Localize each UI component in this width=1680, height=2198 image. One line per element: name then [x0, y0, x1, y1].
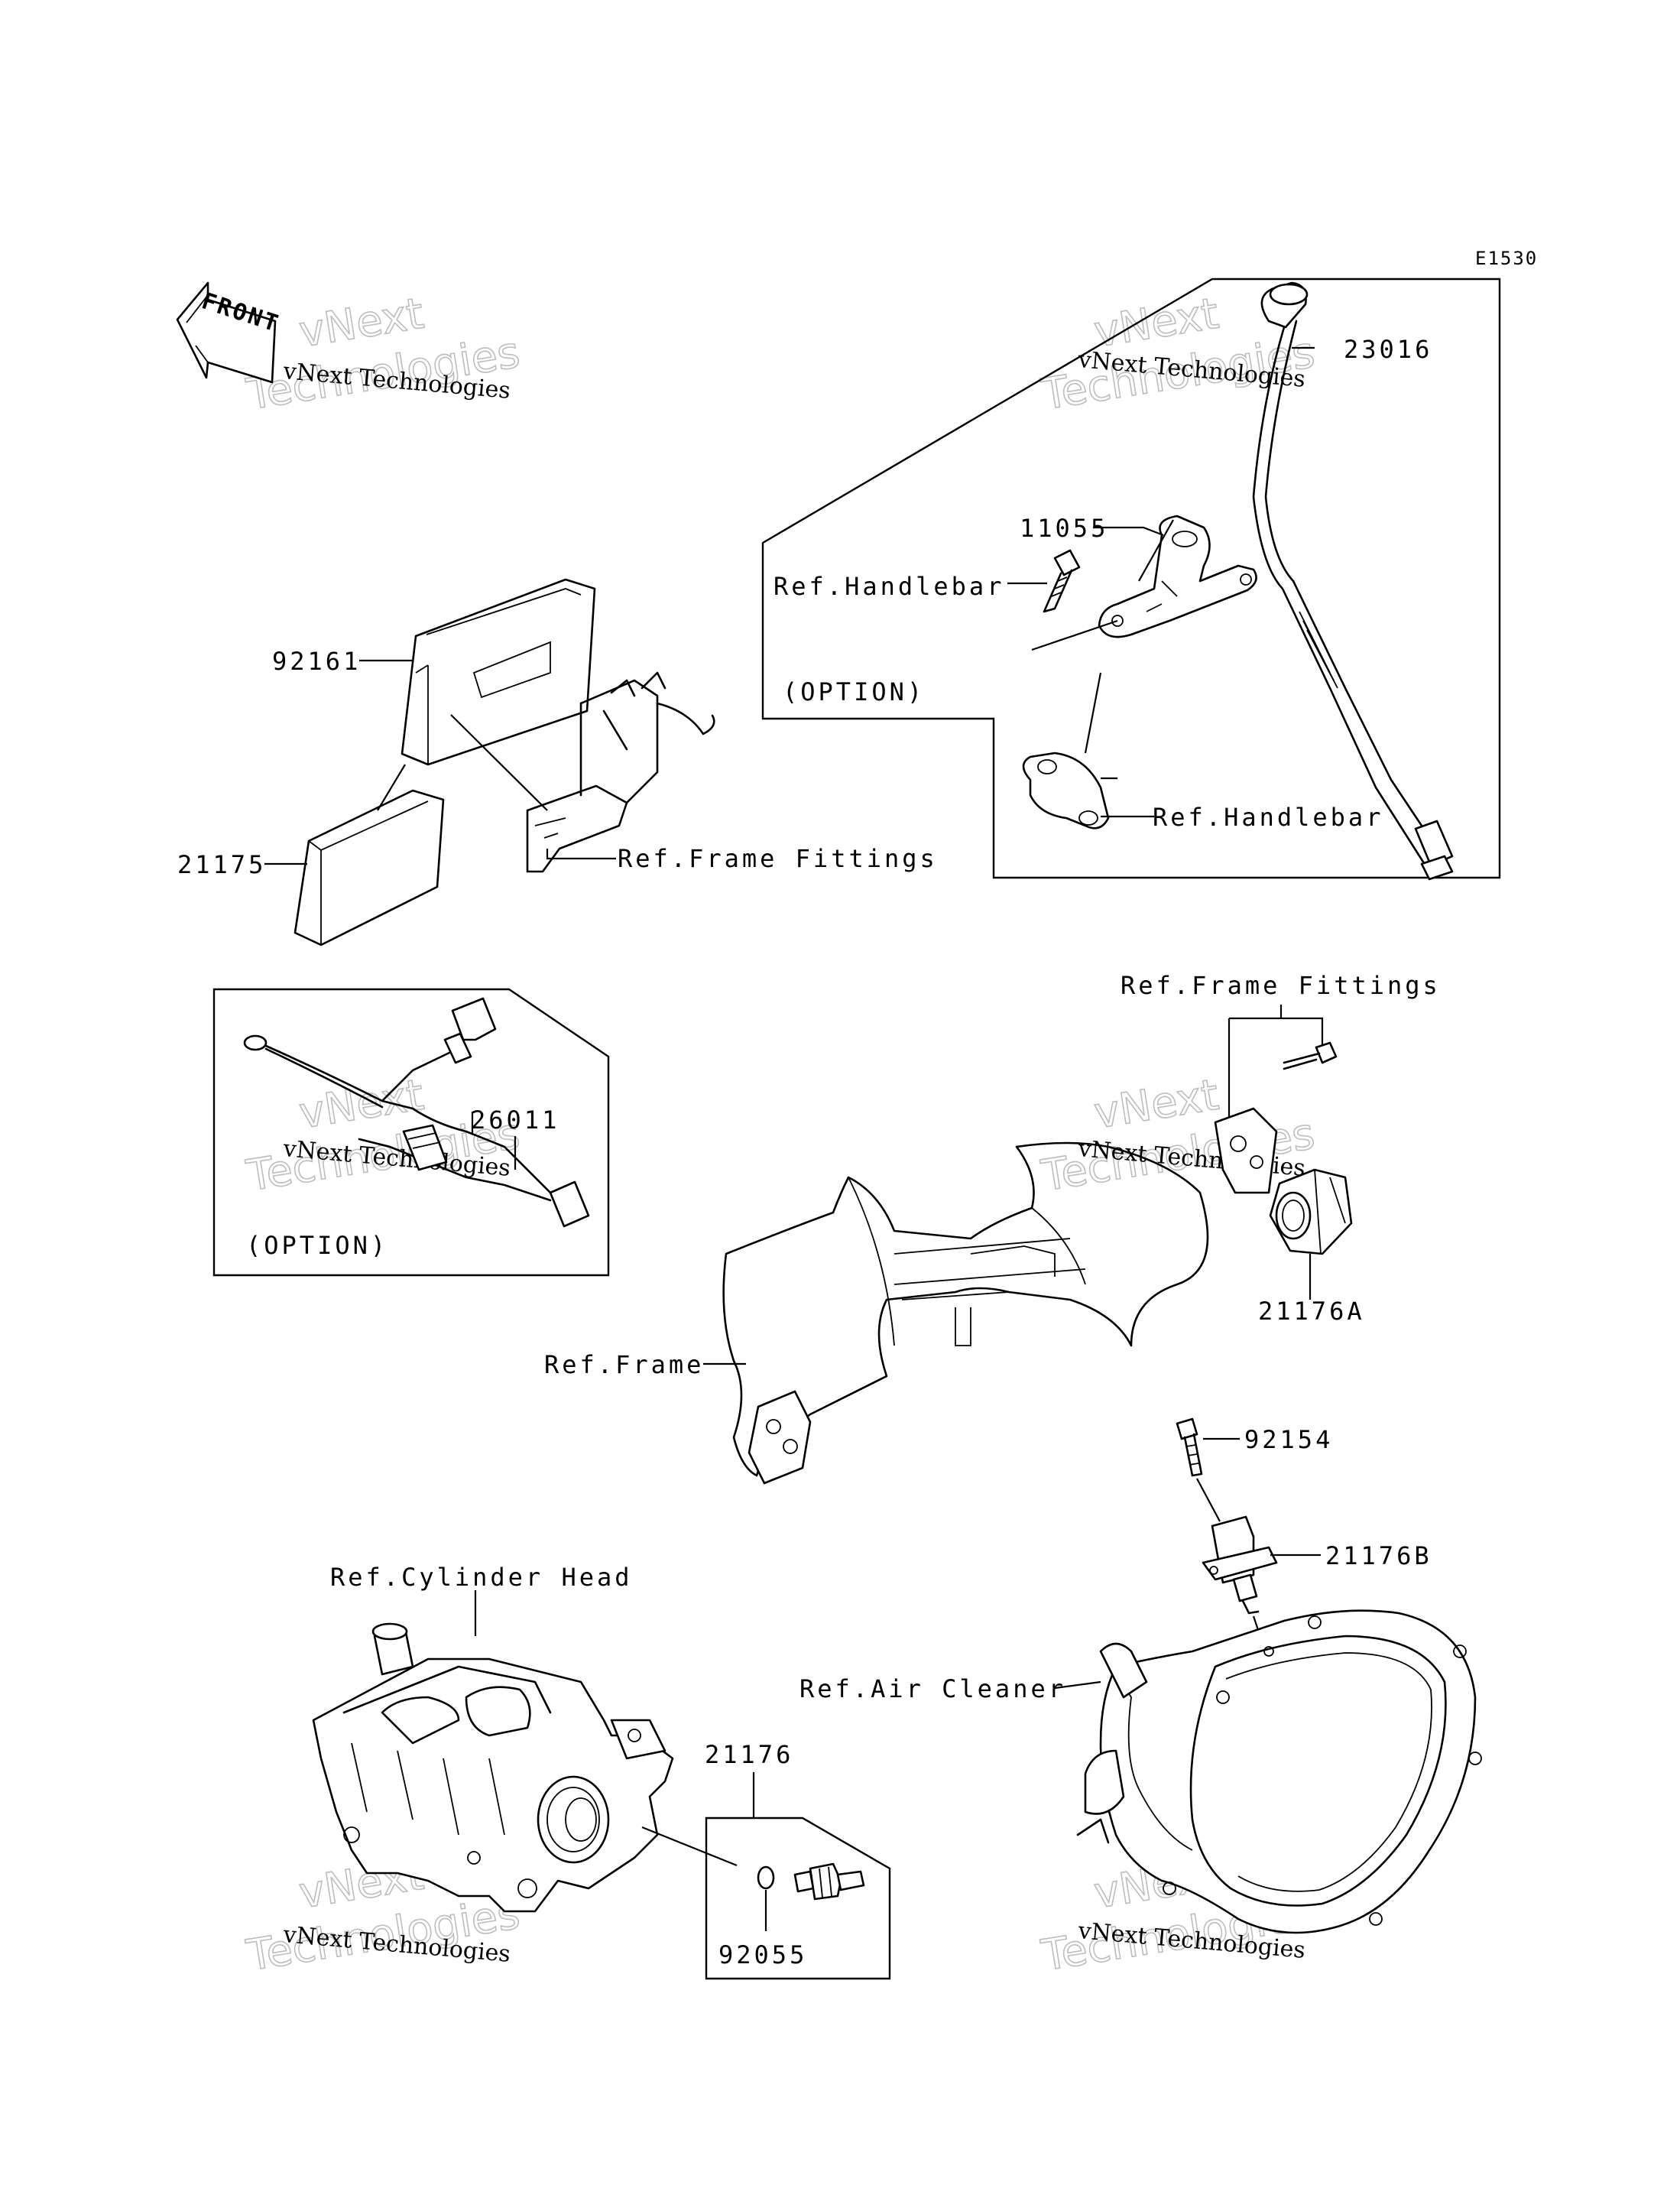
part-21176-box: [705, 1817, 891, 1980]
label-21176: 21176: [705, 1740, 793, 1769]
option-box-top: [761, 278, 1501, 879]
diagram-code: E1530: [1475, 248, 1538, 269]
label-21176A: 21176A: [1258, 1297, 1365, 1326]
label-ref-cylinder-head: Ref.Cylinder Head: [330, 1563, 633, 1592]
part-21176B-sensor: [1202, 1515, 1278, 1615]
label-ref-handlebar-top: Ref.Handlebar: [774, 572, 1004, 601]
leader-ref-frame-fittings-mid: [1228, 1005, 1324, 1121]
label-26011: 26011: [471, 1105, 559, 1135]
label-ref-air-cleaner: Ref.Air Cleaner: [799, 1674, 1066, 1703]
label-92055: 92055: [718, 1940, 807, 1969]
part-ref-frame: [722, 1141, 1209, 1485]
label-92154: 92154: [1244, 1425, 1333, 1454]
part-21176A-sensor: [1269, 1168, 1353, 1255]
part-92154-bolt: [1176, 1417, 1203, 1477]
part-ref-air-cleaner: [1076, 1609, 1482, 1934]
leader-ref-frame-fittings-top: [546, 849, 616, 860]
part-11055-bracket: [1098, 515, 1257, 638]
part-frame-fitting-bracket-mid: [1214, 1107, 1278, 1194]
label-23016: 23016: [1344, 335, 1432, 364]
leader-ecu-link: [377, 764, 406, 811]
part-frame-fittings-bracket: [526, 671, 715, 873]
part-92055-washer: [757, 1865, 775, 1890]
leader-ref-handlebar-bottom: [1084, 672, 1154, 818]
label-ref-frame: Ref.Frame: [544, 1350, 704, 1379]
leader-92154-to-sensor: [1196, 1478, 1221, 1522]
label-21175: 21175: [177, 850, 266, 879]
option-box-left: [212, 988, 610, 1277]
part-26011-harness: [243, 997, 590, 1228]
part-ref-cylinder-head: [312, 1622, 674, 1913]
label-92161: 92161: [272, 647, 361, 676]
label-option-left: (OPTION): [246, 1231, 388, 1260]
label-11055: 11055: [1020, 514, 1108, 543]
part-21176-temp-sensor: [793, 1862, 865, 1901]
label-ref-frame-fittings-mid: Ref.Frame Fittings: [1121, 971, 1441, 1000]
bolt-icon: [1043, 549, 1081, 613]
leader-ref-air-cleaner: [1054, 1680, 1101, 1690]
part-21175-ecu: [294, 789, 445, 946]
bolt-icon: [1283, 1041, 1338, 1070]
part-handlebar-clamp: [1022, 752, 1110, 830]
part-23016-harness: [1252, 281, 1454, 881]
leader-ecu-bracket: [450, 714, 548, 811]
label-option-top: (OPTION): [783, 677, 925, 706]
leader-26011: [471, 1112, 517, 1170]
front-arrow-icon: FRONT: [176, 281, 284, 384]
part-92161-ecu-cover: [401, 578, 596, 766]
leader-cylinder-head-to-sensor: [641, 1826, 738, 1867]
label-ref-frame-fittings-top: Ref.Frame Fittings: [618, 844, 938, 873]
leader-11055: [1031, 519, 1174, 651]
label-ref-handlebar-bottom: Ref.Handlebar: [1153, 803, 1383, 832]
label-21176B: 21176B: [1325, 1541, 1432, 1570]
